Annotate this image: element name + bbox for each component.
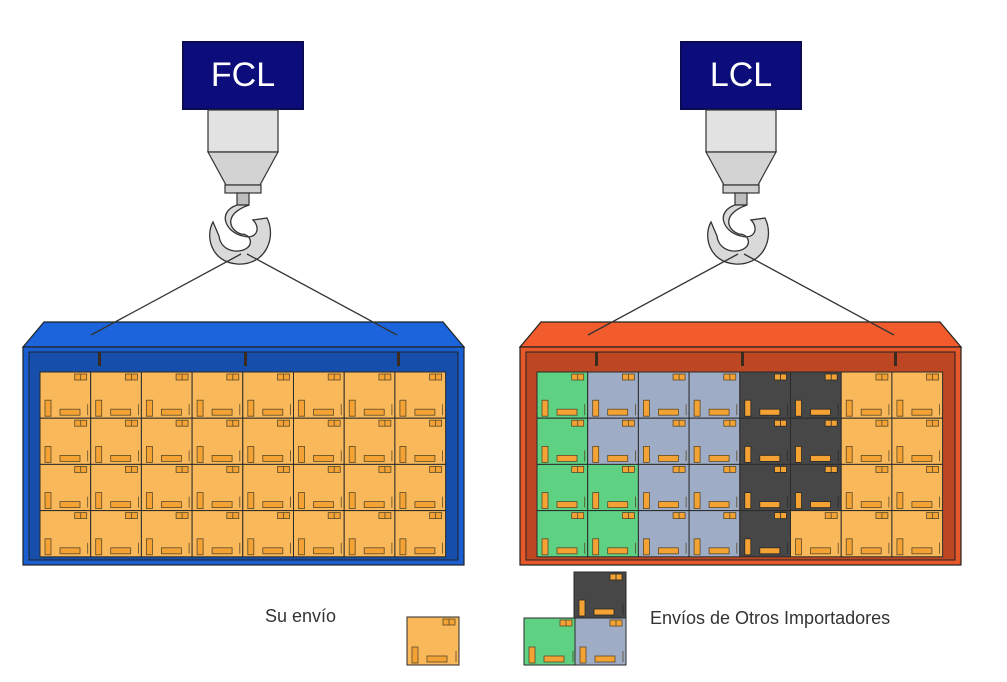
lcl-cargo-box xyxy=(791,418,842,464)
fcl-cargo-box xyxy=(91,418,142,464)
lcl-cargo-box xyxy=(638,418,689,464)
fcl-cargo-box xyxy=(91,464,142,510)
lcl-cargo-box xyxy=(791,511,842,557)
lcl-crane-shank xyxy=(735,193,747,205)
lcl-cargo-box xyxy=(841,372,892,418)
lcl-cargo-box xyxy=(689,464,740,510)
lcl-cargo-box xyxy=(689,511,740,557)
fcl-cargo-box xyxy=(141,511,192,557)
lcl-cargo-box xyxy=(892,464,943,510)
fcl-container-post-2 xyxy=(397,352,400,366)
fcl-cargo-box xyxy=(141,418,192,464)
lcl-container-post-2 xyxy=(894,352,897,366)
lcl-cargo-box xyxy=(537,464,588,510)
fcl-cargo-box xyxy=(294,464,345,510)
fcl-cargo-box xyxy=(91,372,142,418)
legend-others-box-dark xyxy=(574,572,626,618)
fcl-cargo-box xyxy=(192,372,243,418)
fcl-cargo-box xyxy=(141,464,192,510)
fcl-cargo-box xyxy=(243,418,294,464)
lcl-cargo-box xyxy=(841,464,892,510)
lcl-cargo-box xyxy=(841,511,892,557)
fcl-cargo-box xyxy=(395,511,446,557)
lcl-cargo-box xyxy=(588,418,639,464)
fcl-cargo-box xyxy=(40,464,91,510)
fcl-cargo-box xyxy=(243,372,294,418)
fcl-cargo-box xyxy=(395,418,446,464)
fcl-crane-hook xyxy=(210,205,271,264)
fcl-crane xyxy=(208,110,278,264)
fcl-cargo-box xyxy=(344,464,395,510)
lcl-cargo-box xyxy=(740,464,791,510)
lcl-crane-collar xyxy=(723,185,759,193)
lcl-cargo-box xyxy=(638,464,689,510)
lcl-cargo-box xyxy=(841,418,892,464)
fcl-cargo-box xyxy=(344,418,395,464)
fcl-cargo-box xyxy=(294,418,345,464)
fcl-cargo-box xyxy=(141,372,192,418)
fcl-cargo-box xyxy=(294,372,345,418)
fcl-cargo-box xyxy=(294,511,345,557)
fcl-crane-cone xyxy=(208,152,278,185)
legend-others-box-green xyxy=(524,618,576,665)
lcl-cargo-box xyxy=(740,418,791,464)
lcl-container-lid xyxy=(520,322,961,347)
lcl-cargo-box xyxy=(892,418,943,464)
lcl-cargo-box xyxy=(689,418,740,464)
fcl-cargo-box xyxy=(40,511,91,557)
fcl-cargo-box xyxy=(344,372,395,418)
fcl-cargo-box xyxy=(40,372,91,418)
lcl-cargo-box xyxy=(537,372,588,418)
fcl-cargo-box xyxy=(243,511,294,557)
fcl-cargo-box xyxy=(395,464,446,510)
fcl-container-post-0 xyxy=(98,352,101,366)
fcl-cargo-box xyxy=(192,464,243,510)
legend-others-box-blue xyxy=(575,618,626,665)
lcl-cargo-box xyxy=(588,464,639,510)
lcl-cargo-box xyxy=(588,511,639,557)
legend-own-label: Su envío xyxy=(265,606,336,627)
lcl-cargo-box xyxy=(892,511,943,557)
fcl-cargo-box xyxy=(40,418,91,464)
lcl-crane xyxy=(706,110,776,264)
lcl-cargo-box xyxy=(791,464,842,510)
lcl-cargo-box xyxy=(689,372,740,418)
lcl-cargo-box xyxy=(638,372,689,418)
fcl-crane-shank xyxy=(237,193,249,205)
lcl-cargo-box xyxy=(892,372,943,418)
fcl-container-post-1 xyxy=(244,352,247,366)
lcl-container-post-0 xyxy=(595,352,598,366)
fcl-crane-collar xyxy=(225,185,261,193)
fcl-cargo-box xyxy=(395,372,446,418)
lcl-cargo-box xyxy=(740,511,791,557)
fcl-crane-cylinder xyxy=(208,110,278,152)
fcl-cargo-box xyxy=(344,511,395,557)
lcl-crane-hook xyxy=(708,205,769,264)
legend-others-label: Envíos de Otros Importadores xyxy=(650,608,890,629)
lcl-cargo-box xyxy=(638,511,689,557)
lcl-crane-cylinder xyxy=(706,110,776,152)
lcl-container-post-1 xyxy=(741,352,744,366)
fcl-cargo-box xyxy=(192,511,243,557)
fcl-container-lid xyxy=(23,322,464,347)
legend-own-box xyxy=(407,617,459,665)
fcl-cargo-box xyxy=(192,418,243,464)
lcl-cargo-box xyxy=(588,372,639,418)
lcl-cargo-box xyxy=(791,372,842,418)
lcl-cargo-box xyxy=(537,418,588,464)
lcl-cargo-box xyxy=(740,372,791,418)
fcl-cargo-box xyxy=(243,464,294,510)
lcl-crane-cone xyxy=(706,152,776,185)
lcl-cargo-box xyxy=(537,511,588,557)
fcl-cargo-box xyxy=(91,511,142,557)
